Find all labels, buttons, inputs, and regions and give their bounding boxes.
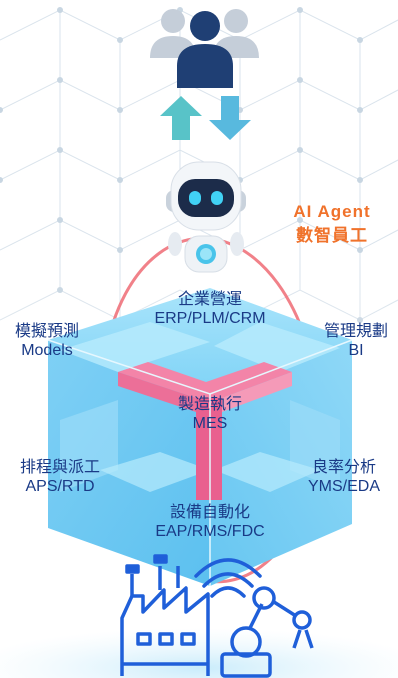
label-management-planning-cn: 管理規劃 [323,323,388,340]
floor-glow [0,628,398,678]
label-manufacturing-execution-en: MES [192,415,228,432]
label-yield-analysis: 良率分析 YMS/EDA [290,458,398,496]
label-enterprise-operations-en: ERP/PLM/CRM [154,310,266,327]
label-scheduling-dispatch-cn: 排程與派工 [19,459,100,476]
label-equipment-automation: 設備自動化 EAP/RMS/FDC [120,503,300,541]
label-yield-analysis-en: YMS/EDA [307,478,380,495]
label-equipment-automation-cn: 設備自動化 [169,504,250,521]
cube-assembly [47,288,353,586]
up-arrow-icon [160,96,202,140]
factory-icon [120,554,210,676]
wifi-icon [194,558,262,598]
label-enterprise-operations: 企業營運 ERP/PLM/CRM [125,290,295,328]
label-scheduling-dispatch: 排程與派工 APS/RTD [0,458,120,496]
label-models-cn: 模擬預測 [14,323,79,340]
label-manufacturing-execution-cn: 製造執行 [177,396,242,413]
ai-agent-subtitle: 數智員工 [296,226,368,245]
label-models: 模擬預測 Models [0,322,94,360]
down-arrow-icon [209,96,251,140]
label-scheduling-dispatch-en: APS/RTD [25,478,95,495]
ai-agent-title: AI Agent [293,202,371,221]
label-models-en: Models [21,342,73,359]
user-group-icon [150,9,259,88]
label-yield-analysis-cn: 良率分析 [311,459,376,476]
label-equipment-automation-en: EAP/RMS/FDC [155,523,265,540]
label-management-planning: 管理規劃 BI [314,322,398,360]
robot-arm-icon [220,586,314,678]
robot-icon [166,161,246,273]
label-management-planning-en: BI [348,342,364,359]
label-manufacturing-execution: 製造執行 MES [150,395,270,433]
label-enterprise-operations-cn: 企業營運 [177,291,242,308]
ai-agent-label: AI Agent 數智員工 [276,200,388,248]
